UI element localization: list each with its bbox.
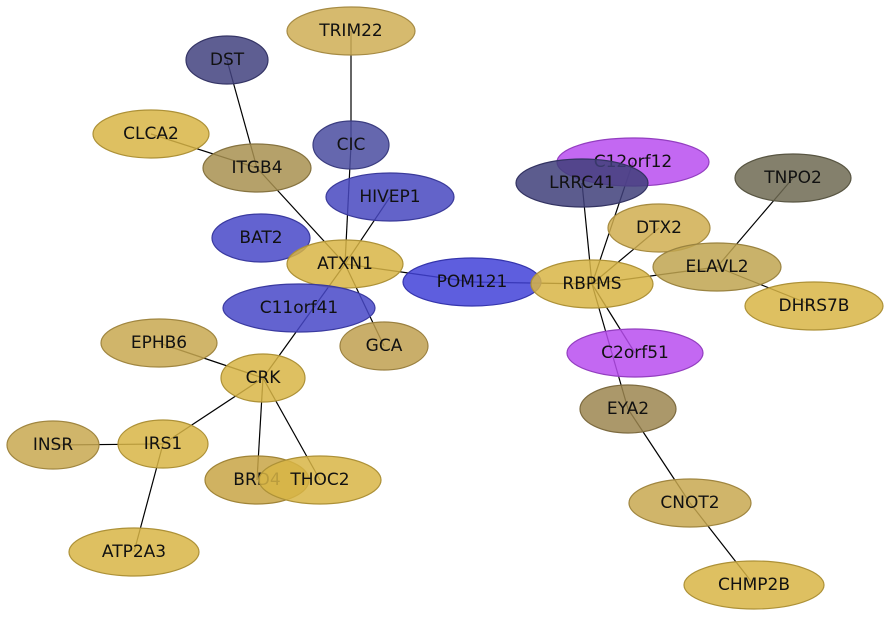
node-gca[interactable]: GCA xyxy=(339,321,429,371)
node-ellipse xyxy=(312,120,390,170)
node-ellipse xyxy=(202,143,312,193)
node-elavl2[interactable]: ELAVL2 xyxy=(652,242,782,292)
node-trim22[interactable]: TRIM22 xyxy=(286,6,416,56)
node-ellipse xyxy=(286,6,416,56)
node-lrrc41[interactable]: LRRC41 xyxy=(515,158,649,208)
node-tnpo2[interactable]: TNPO2 xyxy=(734,153,852,203)
node-c2orf51[interactable]: C2orf51 xyxy=(566,328,704,378)
node-label: EYA2 xyxy=(607,399,649,419)
node-dtx2[interactable]: DTX2 xyxy=(607,203,711,253)
node-label: DHRS7B xyxy=(779,296,850,316)
node-label: CIC xyxy=(337,135,366,155)
node-label: TRIM22 xyxy=(318,21,383,41)
node-ellipse xyxy=(325,172,455,222)
node-label: THOC2 xyxy=(289,470,349,490)
node-label: ATP2A3 xyxy=(102,542,166,562)
node-ellipse xyxy=(100,318,218,368)
node-label: ELAVL2 xyxy=(685,257,748,277)
node-ellipse xyxy=(68,527,200,577)
node-ellipse xyxy=(652,242,782,292)
node-ellipse xyxy=(258,455,382,505)
node-label: EPHB6 xyxy=(131,333,187,353)
node-ellipse xyxy=(579,384,677,434)
node-ellipse xyxy=(744,281,884,331)
node-label: DTX2 xyxy=(636,218,682,238)
node-hivep1[interactable]: HIVEP1 xyxy=(325,172,455,222)
node-label: RBPMS xyxy=(562,274,621,294)
node-pom121[interactable]: POM121 xyxy=(402,257,542,307)
node-bat2[interactable]: BAT2 xyxy=(211,213,311,263)
node-irs1[interactable]: IRS1 xyxy=(117,419,209,469)
node-label: INSR xyxy=(33,435,74,455)
node-label: C11orf41 xyxy=(260,298,339,318)
node-label: GCA xyxy=(366,336,403,356)
node-ellipse xyxy=(734,153,852,203)
node-c11orf41[interactable]: C11orf41 xyxy=(222,283,376,333)
node-clca2[interactable]: CLCA2 xyxy=(92,109,210,159)
node-ellipse xyxy=(92,109,210,159)
node-label: IRS1 xyxy=(144,434,182,454)
node-dst[interactable]: DST xyxy=(185,35,269,85)
node-ellipse xyxy=(286,239,404,289)
node-chmp2b[interactable]: CHMP2B xyxy=(683,560,825,610)
node-itgb4[interactable]: ITGB4 xyxy=(202,143,312,193)
node-label: C2orf51 xyxy=(601,343,669,363)
node-dhrs7b[interactable]: DHRS7B xyxy=(744,281,884,331)
node-ellipse xyxy=(6,420,100,470)
node-atxn1[interactable]: ATXN1 xyxy=(286,239,404,289)
node-label: CRK xyxy=(246,368,282,388)
node-label: TNPO2 xyxy=(763,168,822,188)
node-ellipse xyxy=(607,203,711,253)
node-ellipse xyxy=(628,478,752,528)
node-insr[interactable]: INSR xyxy=(6,420,100,470)
node-ephb6[interactable]: EPHB6 xyxy=(100,318,218,368)
node-label: ITGB4 xyxy=(231,158,282,178)
node-ellipse xyxy=(220,353,306,403)
node-thoc2[interactable]: THOC2 xyxy=(258,455,382,505)
node-crk[interactable]: CRK xyxy=(220,353,306,403)
node-label: ATXN1 xyxy=(317,254,373,274)
node-cic[interactable]: CIC xyxy=(312,120,390,170)
node-label: POM121 xyxy=(437,272,508,292)
node-label: LRRC41 xyxy=(549,173,615,193)
node-label: HIVEP1 xyxy=(359,187,420,207)
node-label: DST xyxy=(210,50,245,70)
node-label: CLCA2 xyxy=(123,124,179,144)
node-ellipse xyxy=(530,259,654,309)
node-ellipse xyxy=(566,328,704,378)
node-label: CHMP2B xyxy=(718,575,790,595)
node-ellipse xyxy=(683,560,825,610)
node-cnot2[interactable]: CNOT2 xyxy=(628,478,752,528)
node-ellipse xyxy=(117,419,209,469)
node-label: CNOT2 xyxy=(660,493,719,513)
node-ellipse xyxy=(211,213,311,263)
node-eya2[interactable]: EYA2 xyxy=(579,384,677,434)
node-ellipse xyxy=(185,35,269,85)
node-atp2a3[interactable]: ATP2A3 xyxy=(68,527,200,577)
node-ellipse xyxy=(222,283,376,333)
node-ellipse xyxy=(515,158,649,208)
node-rbpms[interactable]: RBPMS xyxy=(530,259,654,309)
node-ellipse xyxy=(339,321,429,371)
node-label: BAT2 xyxy=(239,228,282,248)
